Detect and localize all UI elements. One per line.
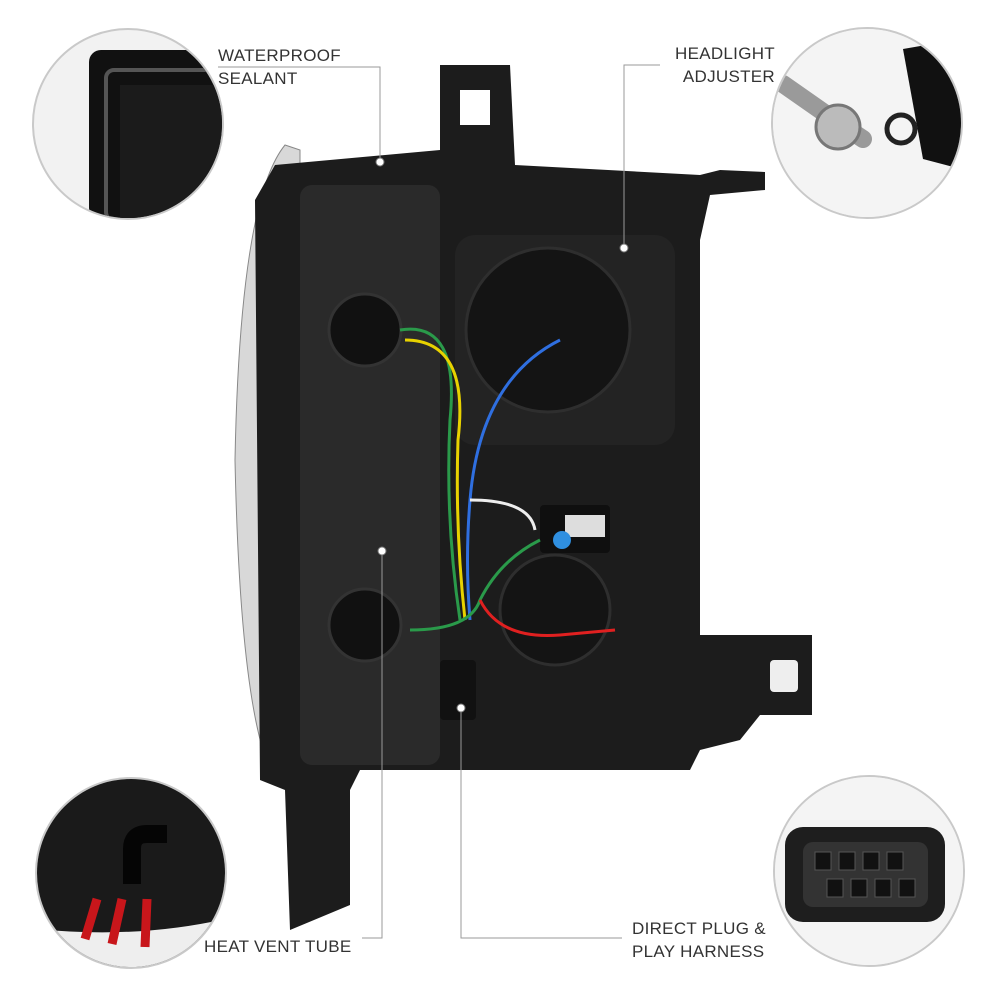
callout-dots: [375, 157, 629, 713]
wiring: [399, 327, 616, 638]
plug-harness-detail: [773, 775, 965, 967]
label-line: SEALANT: [218, 69, 298, 88]
mount-hole: [770, 660, 798, 692]
headlight-adjuster-label: HEADLIGHT ADJUSTER: [660, 42, 775, 88]
low-beam-cap: [498, 553, 612, 667]
bulb-socket-lower: [327, 587, 403, 663]
module-sticker: [553, 531, 571, 549]
high-beam-cap: [464, 246, 632, 414]
top-bracket-slot: [460, 90, 490, 125]
waterproof-sealant-detail: [32, 28, 224, 220]
headlight-adjuster-detail: [771, 27, 963, 219]
plug-harness-label: DIRECT PLUG & PLAY HARNESS: [632, 917, 766, 963]
left-panel: [300, 185, 440, 765]
callout-lines: [218, 64, 660, 939]
label-line: HEADLIGHT: [675, 44, 775, 63]
label-line: DIRECT PLUG &: [632, 919, 766, 938]
label-line: HEAT VENT TUBE: [204, 937, 352, 956]
label-line: ADJUSTER: [682, 67, 775, 86]
bulb-socket-upper: [327, 292, 403, 368]
label-line: WATERPROOF: [218, 46, 341, 65]
harness-connector: [440, 660, 476, 720]
module-label: [565, 515, 605, 537]
waterproof-sealant-label: WATERPROOF SEALANT: [218, 44, 341, 90]
heat-vent-tube-detail: [35, 777, 227, 969]
heat-vent-tube-label: HEAT VENT TUBE: [204, 935, 351, 958]
label-line: PLAY HARNESS: [632, 942, 765, 961]
